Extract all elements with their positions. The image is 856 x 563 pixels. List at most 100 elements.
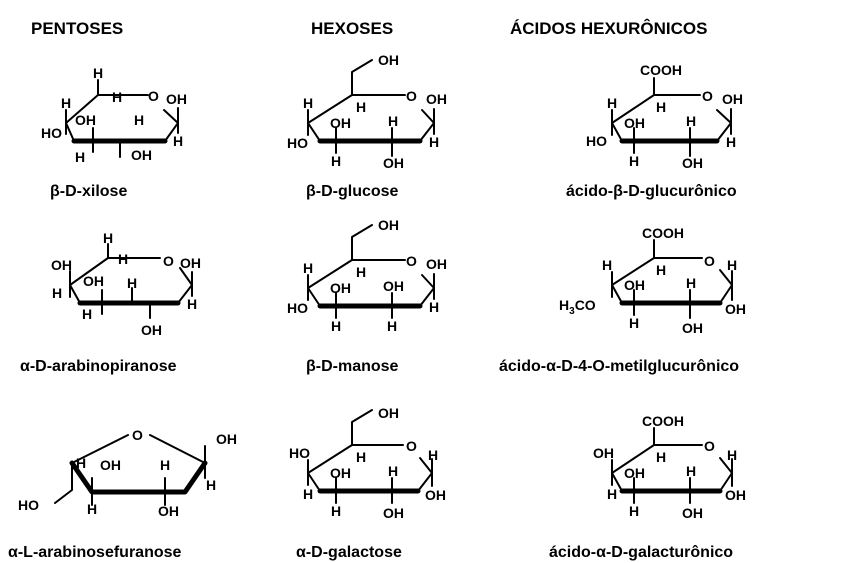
molecule-mannose: OH O OH H H OH OH HO H H H: [287, 217, 447, 334]
arabinofur-h-c4: H: [76, 455, 86, 471]
arabinopyr-oh-c1: OH: [180, 255, 201, 271]
galactose-oh-c1: OH: [425, 487, 446, 503]
galacturonic-oh-c1: OH: [725, 487, 746, 503]
xylose-oh-c1: OH: [166, 91, 187, 107]
arabinopyr-oh-c2: OH: [141, 322, 162, 338]
glucose-substituents: [307, 59, 435, 157]
arabinofur-ring: [69, 434, 208, 495]
caption-methylglucuronic-acid: ácido-α-D-4-O-metilglucurônico: [499, 358, 739, 375]
arabinofur-oh-c2: OH: [158, 503, 179, 519]
glucose-oh-c2: OH: [383, 155, 404, 171]
mannose-h-c4: H: [303, 260, 313, 276]
molecule-xylose: H H O OH H OH H HO H H OH: [41, 65, 187, 165]
glucuronic-cooh: COOH: [640, 62, 682, 78]
methylgluc-substituents: [611, 239, 733, 319]
mannose-ring-o: O: [406, 253, 417, 269]
xylose-substituents: [65, 79, 179, 158]
arabinopyr-h-c4: H: [52, 285, 62, 301]
arabinofur-ring-o: O: [132, 427, 143, 443]
arabinopyr-oh-c3up: OH: [83, 273, 104, 289]
caption-arabinopyranose: α-D-arabinopiranose: [20, 358, 177, 375]
molecule-arabinopyranose: H H O OH OH OH H H H H OH: [51, 230, 201, 338]
header-hexoses: HEXOSES: [311, 19, 393, 38]
caption-galactose: α-D-galactose: [296, 544, 402, 561]
mannose-h-c1: H: [429, 299, 439, 315]
mannose-oh-c6: OH: [378, 217, 399, 233]
xylose-oh-c2: OH: [131, 147, 152, 163]
galactose-h-c3: H: [331, 503, 341, 519]
molecule-glucose: OH O OH H H OH H HO H H OH: [287, 52, 447, 171]
methylgluc-h-c2up: H: [686, 275, 696, 291]
molecule-glucuronic-acid: COOH O OH H H OH H HO H H OH: [586, 62, 743, 171]
arabinopyr-substituents: [69, 243, 193, 319]
galacturonic-h-c5: H: [656, 449, 666, 465]
methylgluc-cooh: COOH: [642, 225, 684, 241]
arabinopyr-h-c2up: H: [127, 275, 137, 291]
methylgluc-h-c4: H: [602, 257, 612, 273]
galactose-ring-o: O: [406, 438, 417, 454]
glucuronic-oh-c2: OH: [682, 155, 703, 171]
galacturonic-h-c3: H: [629, 503, 639, 519]
methoxy-h: H: [559, 297, 569, 313]
galacturonic-h-c1up: H: [727, 447, 737, 463]
arabinofur-ho-c5: HO: [18, 497, 39, 513]
glucose-oh-c6: OH: [378, 52, 399, 68]
methylgluc-oh-c1: OH: [725, 301, 746, 317]
molecule-methylglucuronic-acid: COOH O H H H OH H H3CO OH H OH: [559, 225, 746, 336]
caption-xylose: β-D-xilose: [50, 183, 127, 200]
arabinofur-oh-c3up: OH: [100, 457, 121, 473]
glucuronic-h-c5: H: [656, 99, 666, 115]
glucose-ring-o: O: [406, 88, 417, 104]
arabinopyr-ring-o: O: [163, 253, 174, 269]
arabinopyr-h-c5b: H: [118, 251, 128, 267]
arabinofur-oh-c1: OH: [216, 431, 237, 447]
glucuronic-h-c4: H: [607, 95, 617, 111]
galactose-h-c1up: H: [428, 447, 438, 463]
methylgluc-oh-c2: OH: [682, 320, 703, 336]
xylose-h-c4: H: [61, 95, 71, 111]
methoxy-co: CO: [575, 297, 596, 313]
xylose-h-c5b: H: [112, 89, 122, 105]
glucuronic-h-c2up: H: [686, 113, 696, 129]
glucuronic-h-c3: H: [629, 153, 639, 169]
glucuronic-h-c1: H: [726, 134, 736, 150]
header-pentoses: PENTOSES: [31, 19, 123, 38]
mannose-substituents: [307, 224, 435, 319]
galactose-h-c4: H: [303, 486, 313, 502]
galactose-h-c2up: H: [388, 463, 398, 479]
arabinofur-substituents: [54, 445, 206, 506]
caption-glucuronic-acid: ácido-β-D-glucurônico: [566, 183, 737, 200]
glucose-h-c3: H: [331, 153, 341, 169]
arabinopyr-h-c1: H: [187, 296, 197, 312]
methylgluc-oh-c3up: OH: [624, 277, 645, 293]
galactose-ho-c4: HO: [289, 445, 310, 461]
glucose-oh-c3up: OH: [330, 115, 351, 131]
caption-arabinofuranose: α-L-arabinosefuranose: [8, 544, 182, 561]
arabinofur-h-c3: H: [87, 501, 97, 517]
galacturonic-oh-c2: OH: [682, 505, 703, 521]
methylgluc-h-c3: H: [629, 315, 639, 331]
galacturonic-h-c4: H: [607, 486, 617, 502]
galacturonic-ho-c4: OH: [593, 445, 614, 461]
glucose-h-c5: H: [356, 99, 366, 115]
galacturonic-cooh: COOH: [642, 413, 684, 429]
galacturonic-ring-o: O: [704, 438, 715, 454]
methylgluc-h-c5: H: [656, 262, 666, 278]
caption-galacturonic-acid: ácido-α-D-galacturônico: [549, 544, 733, 561]
xylose-ring-o: O: [148, 88, 159, 104]
caption-glucose: β-D-glucose: [306, 183, 399, 200]
galactose-oh-c6: OH: [378, 405, 399, 421]
glucuronic-substituents: [611, 77, 732, 157]
galacturonic-h-c2up: H: [686, 463, 696, 479]
glucose-h-c4: H: [303, 95, 313, 111]
caption-mannose: β-D-manose: [306, 358, 399, 375]
xylose-h-c3: H: [75, 149, 85, 165]
methoxy-sub3: 3: [569, 306, 575, 317]
galactose-substituents: [307, 409, 433, 504]
xylose-h-c1: H: [173, 133, 183, 149]
mannose-h-c3: H: [331, 318, 341, 334]
methylgluc-ring-o: O: [704, 253, 715, 269]
arabinopyr-oh-c4: OH: [51, 257, 72, 273]
methylgluc-h-c1up: H: [727, 257, 737, 273]
glucose-h-c1: H: [429, 134, 439, 150]
